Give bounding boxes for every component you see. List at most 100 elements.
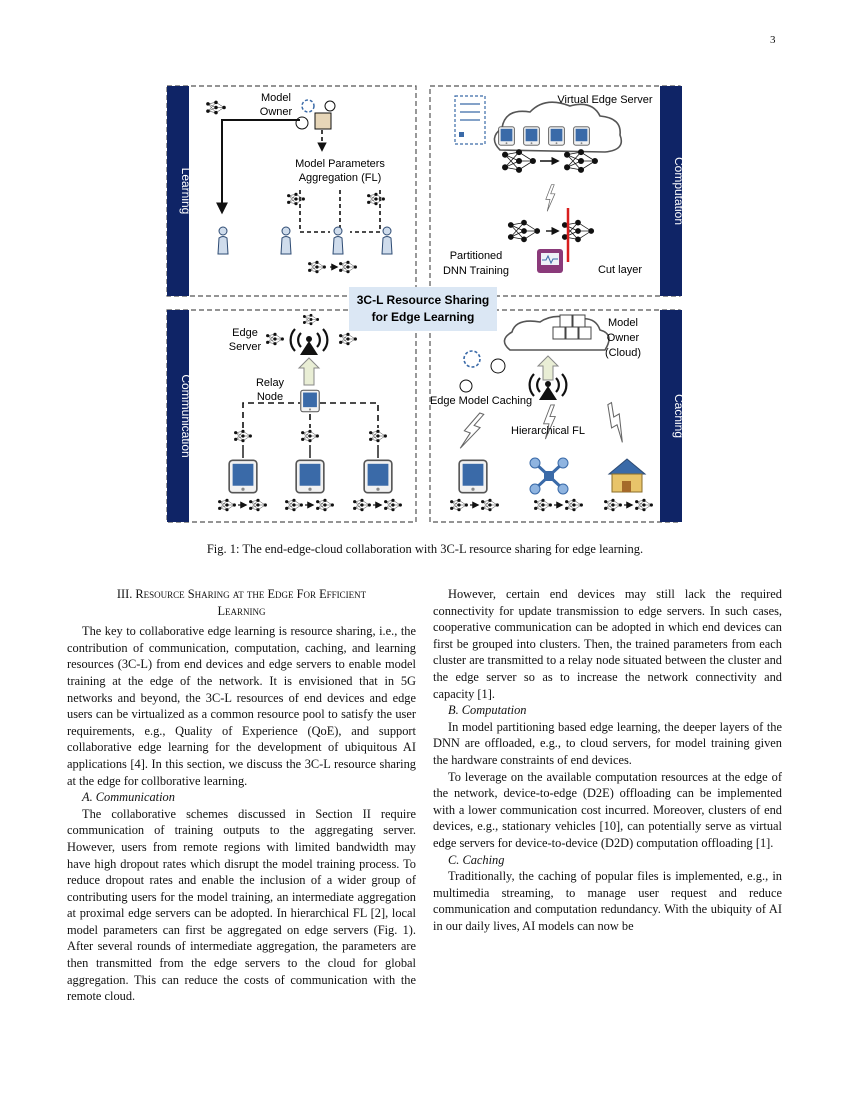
model-params-line1: Model Parameters	[295, 158, 385, 170]
model-params-line2: Aggregation (FL)	[299, 172, 382, 184]
nn-icon	[286, 192, 306, 206]
partitioned-line2: DNN Training	[443, 265, 509, 277]
bar-communication	[167, 310, 189, 522]
cloud-owner-line2: Owner	[607, 332, 640, 344]
figure-caption: Fig. 1: The end-edge-cloud collaboration…	[206, 542, 644, 556]
relay-line1: Relay	[256, 377, 285, 389]
nn-icon	[338, 260, 358, 274]
partitioned-line1: Partitioned	[450, 250, 503, 262]
subsection-b-para2: To leverage on the available computation…	[433, 769, 782, 850]
bolt-icon	[600, 401, 633, 444]
aggregation-lines	[299, 190, 381, 233]
section-number: III.	[116, 587, 133, 601]
bar-learning	[167, 86, 189, 296]
tablet-icon	[458, 459, 488, 494]
tablet-icon	[523, 126, 540, 146]
nn-icon	[338, 332, 358, 346]
tablet-icon	[295, 459, 325, 494]
subsection-a-para1: The collaborative schemes discussed in S…	[67, 806, 416, 1004]
label-caching: Caching	[672, 394, 686, 438]
nn-icon	[480, 498, 500, 512]
relay-tablet-icon	[300, 389, 320, 413]
arrow-down-left	[216, 119, 300, 215]
nn-icon	[284, 498, 304, 512]
person-icon	[332, 226, 344, 255]
nn-icon	[300, 429, 320, 443]
edge-server-line2: Server	[229, 341, 262, 353]
model-cubes-icon	[552, 314, 592, 340]
subsection-a-title: A. Communication	[82, 790, 175, 805]
cloud-owner-line3: (Cloud)	[605, 347, 641, 359]
section-heading: III. Resource Sharing at the Edge For Ef…	[67, 586, 416, 619]
model-owner-line2: Owner	[260, 106, 293, 118]
tower-icon	[289, 327, 329, 355]
nn-icon	[603, 498, 623, 512]
cloud-owner-line1: Model	[608, 317, 638, 329]
nn-icon	[302, 313, 320, 326]
nn-icon	[248, 498, 268, 512]
bolt-icon	[457, 409, 486, 453]
up-arrow	[536, 355, 560, 381]
nn-icon	[233, 429, 253, 443]
column-right: However, certain end devices may still l…	[433, 586, 782, 934]
person-icon	[280, 226, 292, 255]
section-title-line2: Learning	[217, 603, 266, 618]
nn-icon	[368, 429, 388, 443]
tablet-icon	[498, 126, 515, 146]
cache-gears-icon	[459, 350, 506, 393]
section-title-line1: Resource Sharing at the Edge For Efficie…	[135, 587, 367, 601]
house-icon	[607, 458, 647, 493]
drone-icon	[529, 457, 569, 495]
label-learning: Learning	[179, 168, 193, 215]
hierarchical-fl: Hierarchical FL	[511, 425, 585, 437]
center-box	[349, 287, 497, 331]
nn-icon	[501, 148, 537, 174]
nn-icon	[366, 192, 386, 206]
subsection-b-title: B. Computation	[448, 703, 527, 718]
label-communication: Communication	[179, 374, 193, 457]
person-icon	[381, 226, 393, 255]
figure-3c-l: Learning Computation Communication Cachi…	[166, 85, 686, 523]
server-rack-icon	[454, 95, 486, 145]
relay-line2: Node	[257, 391, 283, 403]
center-label-line2: for Edge Learning	[372, 310, 475, 324]
column-left: III. Resource Sharing at the Edge For Ef…	[67, 586, 416, 1005]
nn-icon	[561, 219, 595, 243]
nn-icon	[507, 219, 541, 243]
bar-caching	[660, 310, 682, 522]
nn-icon	[352, 498, 372, 512]
nn-icon	[564, 498, 584, 512]
nn-icon	[315, 498, 335, 512]
person-icon	[217, 226, 229, 255]
bolt-icon	[545, 184, 556, 212]
nn-icon	[563, 148, 599, 174]
edge-server-line1: Edge	[232, 327, 258, 339]
cut-layer-label: Cut layer	[598, 264, 642, 276]
subsection-a-para2: However, certain end devices may still l…	[433, 587, 782, 701]
relay-lines	[242, 402, 379, 428]
nn-icon	[449, 498, 469, 512]
tablet-icon	[573, 126, 590, 146]
nn-icon	[205, 100, 227, 115]
relay-arrow	[297, 357, 321, 386]
tablet-icon	[548, 126, 565, 146]
model-owner-icon	[295, 99, 336, 130]
center-label-line1: 3C-L Resource Sharing	[357, 293, 489, 307]
tablet-icon	[363, 459, 393, 494]
page-number: 3	[770, 34, 776, 46]
bar-computation	[660, 86, 682, 296]
tablet-icon	[228, 459, 258, 494]
nn-icon	[383, 498, 403, 512]
nn-icon	[217, 498, 237, 512]
model-owner-line1: Model	[261, 92, 291, 104]
subsection-c-para1: Traditionally, the caching of popular fi…	[433, 869, 782, 933]
nn-icon	[265, 332, 285, 346]
edge-model-caching: Edge Model Caching	[430, 395, 532, 407]
subsection-b-para1: In model partitioning based edge learnin…	[433, 719, 782, 767]
monitor-icon	[537, 249, 563, 273]
nn-icon	[533, 498, 553, 512]
virtual-edge-server: Virtual Edge Server	[557, 94, 653, 106]
nn-icon	[634, 498, 654, 512]
nn-icon	[307, 260, 327, 274]
section-intro: The key to collaborative edge learning i…	[67, 624, 416, 788]
